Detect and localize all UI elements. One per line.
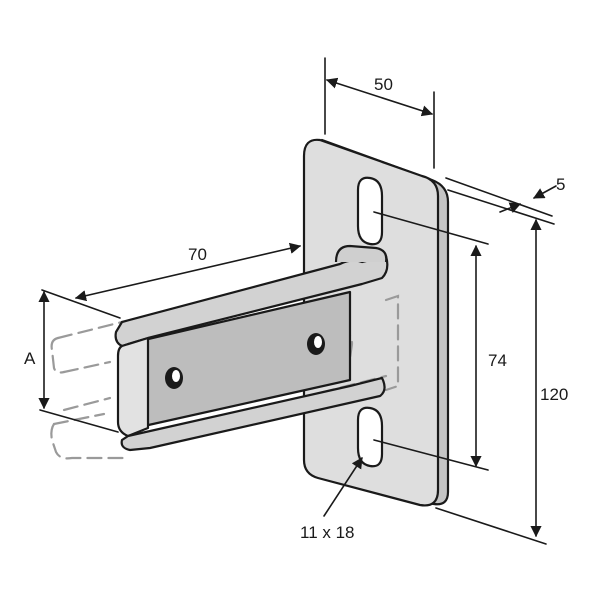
hole-right-inner [314, 336, 322, 348]
dim-length: 70 [41, 242, 302, 319]
dim-slot-spacing-label: 74 [488, 351, 507, 370]
dim-slot-size-label: 11 x 18 [300, 523, 355, 542]
lower-slot [356, 406, 384, 468]
dim-slot-size: 11 x 18 [300, 457, 363, 542]
wall-plate [302, 138, 450, 507]
dim-width: 50 [324, 57, 435, 169]
dim-thickness: 5 [445, 175, 565, 225]
dim-height-a: A [24, 290, 119, 433]
dim-slot-spacing: 74 [373, 211, 507, 471]
dim-plate-height: 120 [435, 218, 568, 545]
dim-length-label: 70 [188, 245, 207, 264]
dim-width-label: 50 [374, 75, 393, 94]
upper-slot [356, 176, 384, 246]
dim-plate-height-label: 120 [540, 385, 568, 404]
bottom-flange [120, 376, 386, 452]
plate-face [302, 138, 440, 507]
hole-left-inner [172, 370, 180, 382]
top-tab [334, 244, 388, 263]
channel-lip [116, 336, 150, 438]
dim-thickness-label: 5 [556, 175, 565, 194]
dim-height-a-label: A [24, 349, 36, 368]
